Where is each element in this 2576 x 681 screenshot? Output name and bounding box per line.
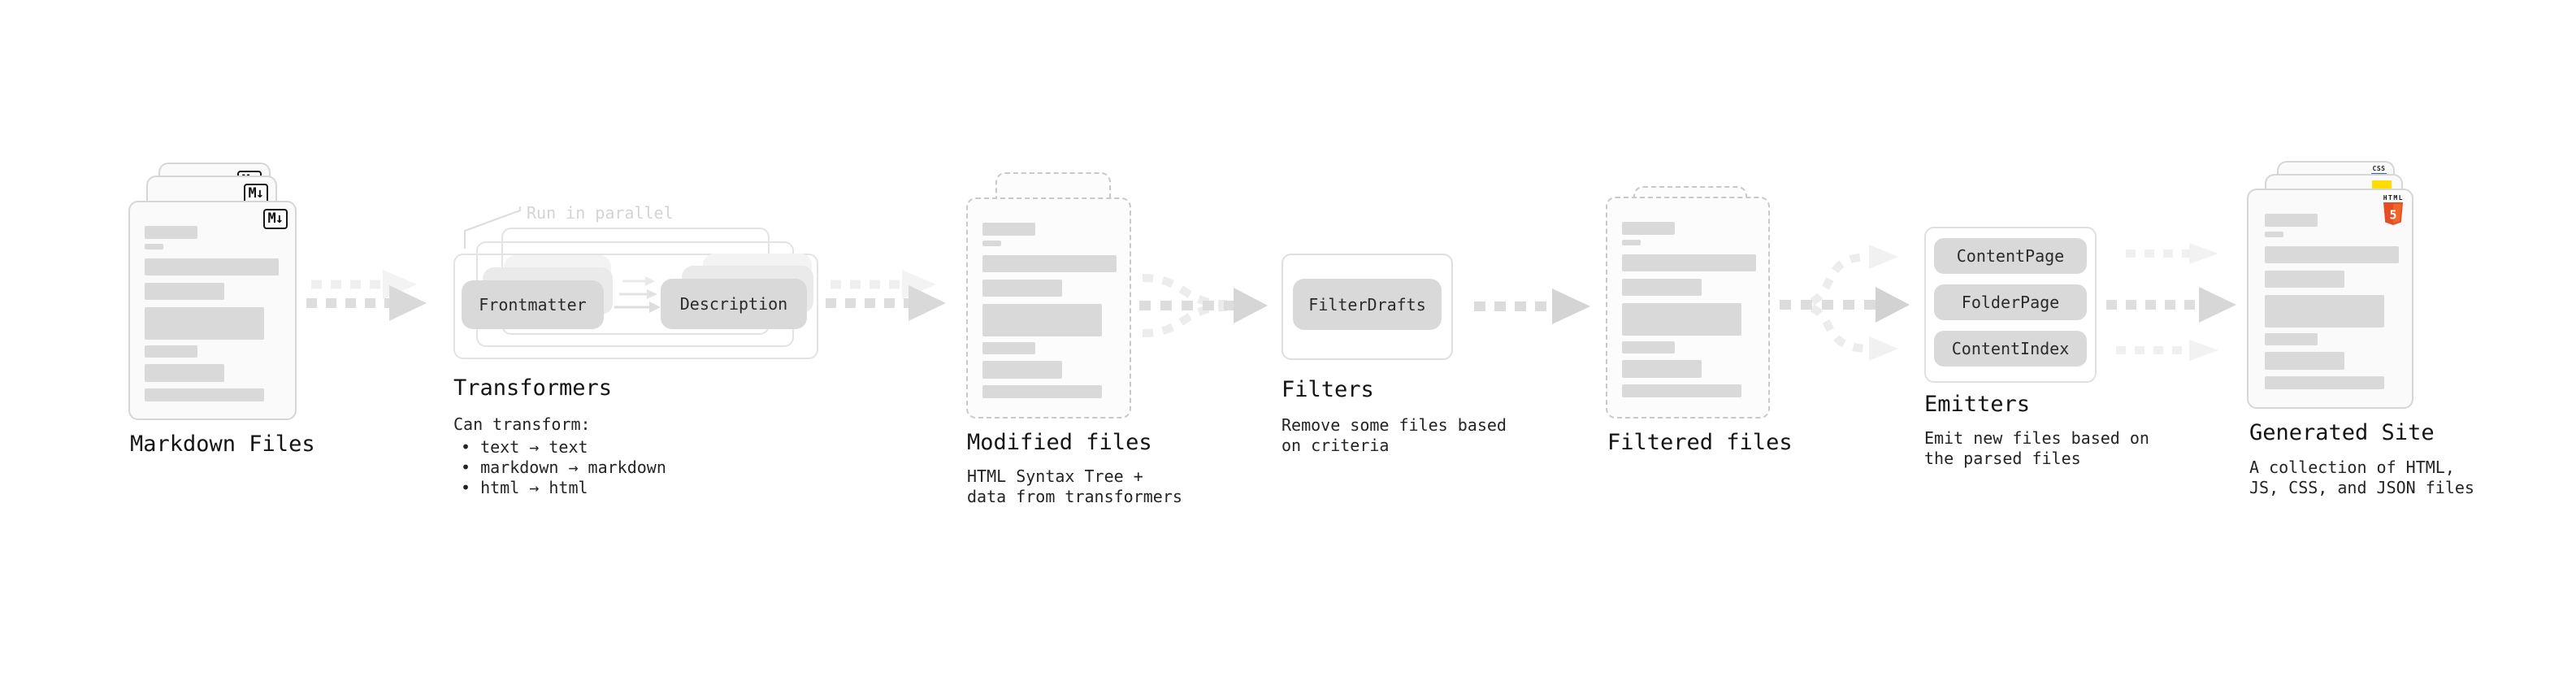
- transformer-layer-front: [453, 254, 818, 359]
- stage-modified-files: Modified files HTML Syntax Tree + data f…: [966, 172, 1194, 506]
- doc-line: [1622, 240, 1641, 245]
- doc-line: [1622, 341, 1675, 354]
- doc-line: [1622, 279, 1702, 296]
- doc-line: [982, 223, 1035, 236]
- doc-line: [982, 280, 1062, 297]
- flow-arrow-icon: [306, 270, 427, 321]
- doc-line: [2265, 376, 2384, 389]
- emitter-node-contentpage: ContentPage: [1934, 238, 2087, 274]
- flow-arrow-icon: [1474, 288, 1590, 324]
- doc-line: [1622, 222, 1675, 235]
- stage-generated-site: CSS HTML 5 Generated Site A collection o…: [2247, 161, 2491, 510]
- markdown-file-card-front: M↓: [128, 201, 297, 420]
- transformer-node-description: Description: [661, 279, 807, 329]
- triple-arrow-icon: [2106, 243, 2236, 361]
- doc-line: [2265, 232, 2283, 237]
- callout-line: [464, 206, 521, 249]
- transformers-desc-title: Can transform:: [453, 414, 591, 434]
- doc-line: [145, 388, 264, 401]
- doc-line: [1622, 303, 1741, 336]
- stage-filtered-files: Filtered files: [1606, 186, 1817, 462]
- doc-line: [982, 255, 1117, 272]
- doc-line: [2265, 214, 2318, 227]
- modified-file-card-front: [966, 197, 1131, 419]
- doc-line: [982, 342, 1035, 354]
- stage-label-generated-site: Generated Site: [2249, 420, 2435, 445]
- flow-arrow-icon: [826, 270, 946, 321]
- parallel-arrows-icon: [614, 276, 661, 313]
- doc-line: [982, 304, 1102, 336]
- emitter-node-folderpage: FolderPage: [1934, 284, 2087, 320]
- filter-node-filterdrafts: FilterDrafts: [1293, 279, 1442, 330]
- document-text-placeholder: [1622, 222, 1756, 397]
- stage-label-modified-files: Modified files: [967, 430, 1152, 455]
- generated-site-desc: A collection of HTML,: [2249, 458, 2455, 477]
- generated-file-card-html: HTML 5: [2247, 189, 2413, 409]
- doc-line: [2265, 295, 2384, 327]
- transformers-bullet: • markdown → markdown: [461, 458, 666, 477]
- emitters-desc: the parsed files: [1924, 449, 2081, 468]
- html5-icon: HTML 5: [2383, 195, 2404, 228]
- emitter-node-contentindex: ContentIndex: [1934, 331, 2087, 367]
- markdown-icon: M↓: [262, 209, 288, 229]
- stage-transformers: Run in parallel Frontmatter Description …: [453, 203, 827, 504]
- doc-line: [982, 241, 1001, 246]
- stage-label-transformers: Transformers: [453, 375, 613, 401]
- doc-line: [145, 283, 224, 300]
- transformer-node-frontmatter: Frontmatter: [462, 280, 604, 329]
- stage-markdown-files: M↓ M↓ M↓ Markdown Files: [128, 163, 323, 471]
- document-text-placeholder: [982, 223, 1117, 398]
- doc-line: [145, 244, 163, 249]
- doc-line: [145, 307, 264, 340]
- modified-files-desc: HTML Syntax Tree +: [967, 466, 1143, 486]
- doc-line: [1622, 384, 1741, 397]
- stage-filters: FilterDrafts Filters Remove some files b…: [1281, 254, 1525, 465]
- doc-line: [2265, 271, 2344, 288]
- stage-label-filtered-files: Filtered files: [1607, 430, 1793, 455]
- emitters-desc: Emit new files based on: [1924, 428, 2149, 448]
- doc-line: [145, 226, 197, 239]
- doc-line: [982, 385, 1102, 398]
- filters-desc: Remove some files based: [1281, 415, 1507, 435]
- transformers-bullet: • text → text: [461, 437, 588, 457]
- doc-line: [982, 361, 1062, 379]
- modified-files-desc: data from transformers: [967, 487, 1182, 506]
- filters-desc: on criteria: [1281, 436, 1390, 455]
- javascript-icon: [2372, 180, 2392, 191]
- transformers-bullet: • html → html: [461, 478, 588, 497]
- doc-line: [1622, 254, 1756, 271]
- doc-line: [145, 258, 279, 275]
- filtered-file-card-front: [1606, 197, 1770, 419]
- stage-emitters: ContentPage FolderPage ContentIndex Emit…: [1924, 227, 2168, 479]
- markdown-icon: M↓: [243, 184, 268, 204]
- generated-site-desc: JS, CSS, and JSON files: [2249, 478, 2474, 497]
- doc-line: [2265, 352, 2344, 370]
- document-text-placeholder: [145, 226, 279, 401]
- run-in-parallel-note: Run in parallel: [527, 203, 674, 223]
- doc-line: [145, 345, 197, 358]
- stage-label-markdown-files: Markdown Files: [130, 432, 315, 457]
- document-text-placeholder: [2265, 214, 2399, 389]
- doc-line: [145, 364, 224, 382]
- doc-line: [2265, 333, 2318, 345]
- doc-line: [2265, 246, 2399, 263]
- svg-text:5: 5: [2390, 208, 2397, 223]
- stage-label-filters: Filters: [1281, 377, 1374, 402]
- doc-line: [1622, 360, 1702, 378]
- merge-arrow-icon: [1139, 274, 1268, 337]
- stage-label-emitters: Emitters: [1924, 392, 2031, 417]
- fork-arrow-icon: [1780, 245, 1910, 361]
